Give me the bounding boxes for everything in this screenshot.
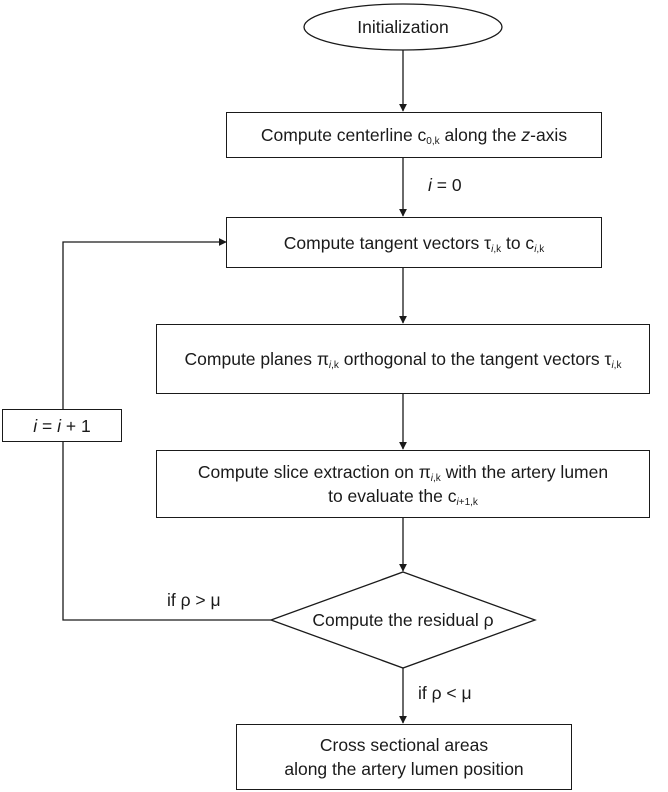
edge-residual-to-increment xyxy=(62,442,271,621)
residual-decision: Compute the residual ρ xyxy=(271,572,535,668)
edge-label-exit: if ρ < μ xyxy=(418,683,472,703)
residual-decision-label: Compute the residual ρ xyxy=(312,609,494,630)
slice-step-line-2: to evaluate the ci+1,k xyxy=(328,486,478,508)
edge-increment-to-tangent xyxy=(62,238,227,409)
output-step: Cross sectional areas along the artery l… xyxy=(236,724,572,790)
start-terminator: Initialization xyxy=(304,4,502,50)
tangent-step: Compute tangent vectors τi,k to ci,k xyxy=(226,217,602,268)
edge-label-init: i = 0 xyxy=(428,175,462,195)
planes-step-label: Compute planes πi,k orthogonal to the ta… xyxy=(184,349,622,371)
slice-step: Compute slice extraction on πi,k with th… xyxy=(156,450,650,518)
edge-label-loop: if ρ > μ xyxy=(167,590,221,610)
centerline-step-label: Compute centerline c0,k along the z-axis xyxy=(260,125,568,147)
increment-step: i = i + 1 xyxy=(2,409,122,442)
centerline-step: Compute centerline c0,k along the z-axis xyxy=(226,112,602,158)
slice-step-line-1: Compute slice extraction on πi,k with th… xyxy=(197,462,609,484)
output-line-1: Cross sectional areas xyxy=(319,735,489,755)
planes-step: Compute planes πi,k orthogonal to the ta… xyxy=(156,324,650,394)
tangent-step-label: Compute tangent vectors τi,k to ci,k xyxy=(283,232,545,255)
increment-step-label: i = i + 1 xyxy=(33,415,91,436)
start-label: Initialization xyxy=(357,16,449,37)
output-line-2: along the artery lumen position xyxy=(284,759,524,779)
